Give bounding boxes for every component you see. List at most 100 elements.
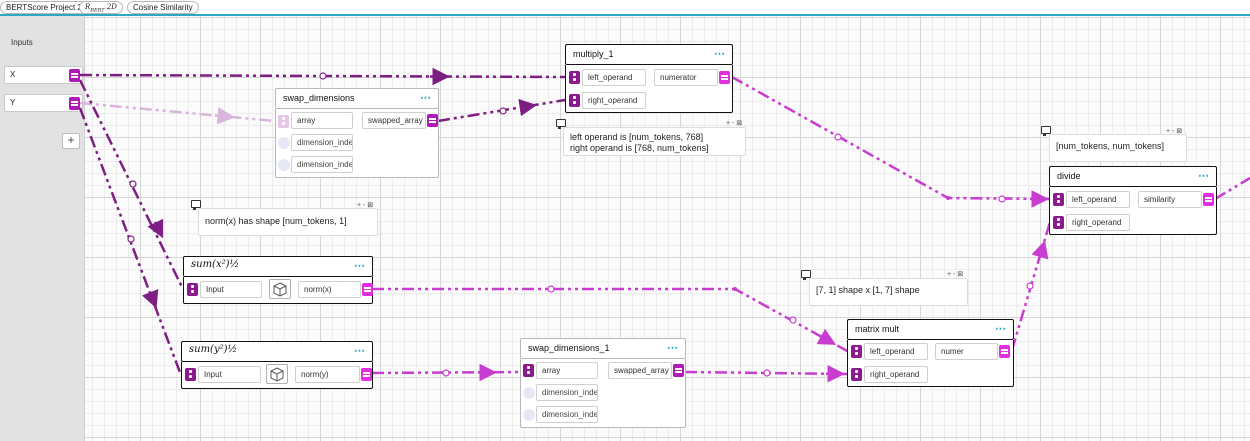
input-port-icon[interactable] <box>569 71 580 84</box>
left-operand-input[interactable]: left_operand <box>582 69 646 86</box>
right-operand-input[interactable]: right_operand <box>1066 214 1130 231</box>
similarity-output[interactable]: similarity <box>1138 191 1202 208</box>
input-port-icon[interactable] <box>851 345 862 358</box>
output-port-icon[interactable] <box>361 368 372 381</box>
comment-line: left operand is [num_tokens, 768] <box>570 132 704 142</box>
input-port-icon[interactable] <box>187 283 198 296</box>
node-header[interactable]: divide ⋯ <box>1049 166 1217 187</box>
comment-line: [num_tokens, num_tokens] <box>1056 141 1165 151</box>
node-multiply-1[interactable]: multiply_1 ⋯ left_operand right_operand … <box>565 44 733 113</box>
comment-tools[interactable]: + - ⊠ <box>1166 128 1183 135</box>
norm-y-output[interactable]: norm(y) <box>295 366 360 383</box>
node-menu-icon[interactable]: ⋯ <box>667 342 679 354</box>
node-title: sum(x²)½ <box>191 259 240 270</box>
comment-norm[interactable]: norm(x) has shape [num_tokens, 1] <box>198 208 378 236</box>
node-header[interactable]: matrix mult ⋯ <box>847 319 1014 340</box>
output-port-icon[interactable] <box>427 114 438 127</box>
node-matrix-mult[interactable]: matrix mult ⋯ left_operand right_operand… <box>847 319 1014 387</box>
node-sum-y[interactable]: sum(y²)½ ⋯ Input norm(y) <box>181 341 373 389</box>
comment-line: [7, 1] shape x [1, 7] shape <box>816 285 920 295</box>
node-body: array dimension_inde dimension_inde swap… <box>520 359 686 428</box>
output-port-icon[interactable] <box>673 364 684 377</box>
input-port-icon[interactable] <box>569 94 580 107</box>
swapped-array-output[interactable]: swapped_array <box>362 112 426 129</box>
array-input[interactable]: array <box>291 112 353 129</box>
right-operand-input[interactable]: right_operand <box>864 366 928 383</box>
dimension-index-input[interactable]: dimension_inde <box>536 406 598 423</box>
node-divide[interactable]: divide ⋯ left_operand right_operand simi… <box>1049 166 1217 235</box>
node-menu-icon[interactable]: ⋯ <box>354 260 366 272</box>
dimension-index-input[interactable]: dimension_inde <box>536 384 598 401</box>
node-title: swap_dimensions_1 <box>528 343 610 353</box>
inputs-title: Inputs <box>11 38 33 47</box>
input-x[interactable]: X <box>4 66 83 84</box>
node-body: left_operand right_operand numer <box>847 340 1014 387</box>
output-port-icon[interactable] <box>362 283 373 296</box>
input-port-icon[interactable] <box>1053 216 1064 229</box>
comment-shape[interactable]: [7, 1] shape x [1, 7] shape <box>809 278 968 306</box>
output-port-icon[interactable] <box>69 69 80 82</box>
comment-tokens[interactable]: [num_tokens, num_tokens] <box>1049 134 1187 162</box>
comment-icon[interactable] <box>1041 126 1051 136</box>
breadcrumb-cosine[interactable]: Cosine Similarity <box>127 1 199 14</box>
comment-icon[interactable] <box>556 119 566 129</box>
node-title: divide <box>1057 171 1081 181</box>
node-body: Input norm(y) <box>181 362 373 389</box>
input-port-icon[interactable] <box>523 409 535 421</box>
input-port-icon[interactable] <box>523 364 534 377</box>
node-menu-icon[interactable]: ⋯ <box>995 323 1007 335</box>
node-menu-icon[interactable]: ⋯ <box>1198 170 1210 182</box>
node-title: swap_dimensions <box>283 93 355 103</box>
input-port-icon[interactable] <box>278 115 289 128</box>
output-port-icon[interactable] <box>719 71 730 84</box>
node-header[interactable]: sum(y²)½ ⋯ <box>181 341 373 362</box>
node-menu-icon[interactable]: ⋯ <box>354 345 366 357</box>
function-input[interactable]: Input <box>198 366 261 383</box>
node-body: left_operand right_operand numerator <box>565 65 733 113</box>
input-port-icon[interactable] <box>185 368 196 381</box>
node-body: left_operand right_operand similarity <box>1049 187 1217 235</box>
input-port-icon[interactable] <box>278 159 290 171</box>
comment-icon[interactable] <box>801 270 811 280</box>
left-operand-input[interactable]: left_operand <box>1066 191 1130 208</box>
node-menu-icon[interactable]: ⋯ <box>420 92 432 104</box>
array-input[interactable]: array <box>536 362 598 379</box>
output-port-icon[interactable] <box>69 97 80 110</box>
comment-operands[interactable]: left operand is [num_tokens, 768] right … <box>563 127 746 156</box>
breadcrumb-rbert[interactable]: RBERT 2D <box>79 1 123 14</box>
numer-output[interactable]: numer <box>935 343 998 360</box>
node-swap-dimensions-1[interactable]: swap_dimensions_1 ⋯ array dimension_inde… <box>520 338 686 428</box>
comment-tools[interactable]: + - ⊠ <box>726 120 743 127</box>
right-operand-input[interactable]: right_operand <box>582 92 646 109</box>
node-menu-icon[interactable]: ⋯ <box>714 48 726 60</box>
comment-tools[interactable]: + - ⊠ <box>357 202 374 209</box>
node-sum-x[interactable]: sum(x²)½ ⋯ Input norm(x) <box>183 256 373 304</box>
breadcrumb-project[interactable]: BERTScore Project 2 <box>0 1 88 14</box>
input-port-icon[interactable] <box>1053 193 1064 206</box>
left-operand-input[interactable]: left_operand <box>864 343 928 360</box>
cube-icon[interactable] <box>269 279 291 299</box>
input-y[interactable]: Y <box>4 94 83 112</box>
numerator-output[interactable]: numerator <box>654 69 718 86</box>
input-port-icon[interactable] <box>523 387 535 399</box>
add-input-button[interactable]: + <box>62 133 80 149</box>
comment-tools[interactable]: + - ⊠ <box>947 271 964 278</box>
node-header[interactable]: swap_dimensions_1 ⋯ <box>520 338 686 359</box>
node-swap-dimensions[interactable]: swap_dimensions ⋯ array dimension_inde d… <box>275 88 439 178</box>
node-header[interactable]: multiply_1 ⋯ <box>565 44 733 65</box>
input-y-label: Y <box>10 98 16 107</box>
comment-icon[interactable] <box>191 200 201 210</box>
input-port-icon[interactable] <box>851 368 862 381</box>
function-input[interactable]: Input <box>200 281 262 298</box>
node-body: array dimension_inde dimension_inde swap… <box>275 109 439 178</box>
output-port-icon[interactable] <box>1203 193 1214 206</box>
node-header[interactable]: sum(x²)½ ⋯ <box>183 256 373 277</box>
dimension-index-input[interactable]: dimension_inde <box>291 134 353 151</box>
norm-x-output[interactable]: norm(x) <box>298 281 361 298</box>
dimension-index-input[interactable]: dimension_inde <box>291 156 353 173</box>
swapped-array-output[interactable]: swapped_array <box>608 362 672 379</box>
output-port-icon[interactable] <box>999 345 1010 358</box>
node-header[interactable]: swap_dimensions ⋯ <box>275 88 439 109</box>
cube-icon[interactable] <box>266 364 288 384</box>
input-port-icon[interactable] <box>278 137 290 149</box>
